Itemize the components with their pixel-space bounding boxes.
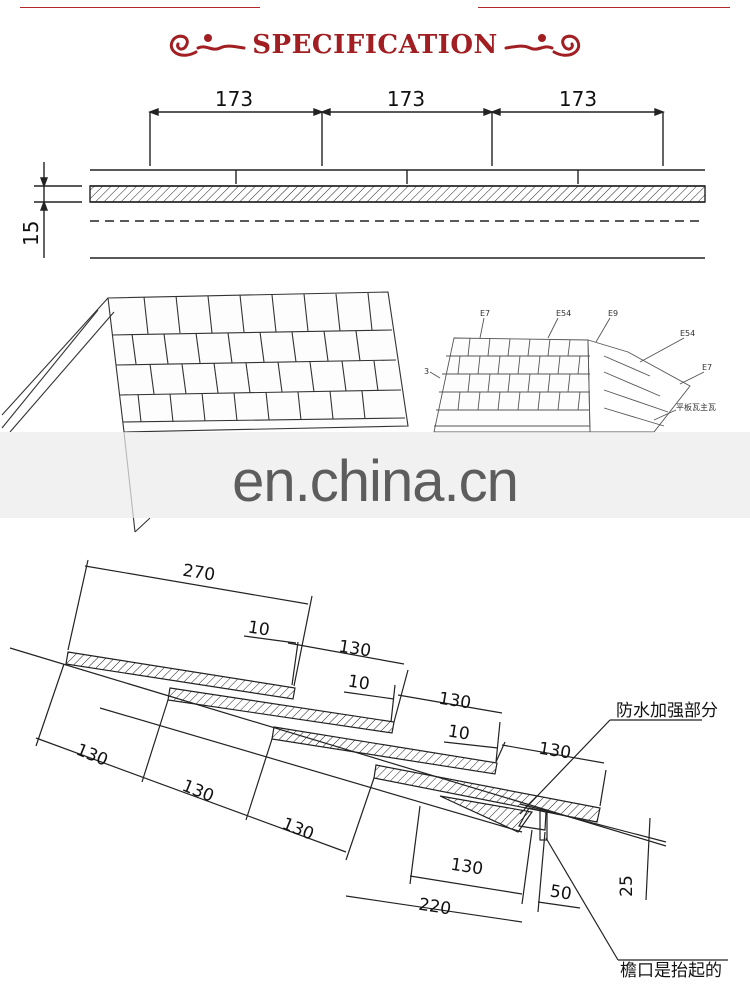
dim-exposure-2: 130 <box>437 689 472 714</box>
roof-sketch-left <box>1 291 409 533</box>
dim-bottom-1: 130 <box>73 740 111 771</box>
dim-eave-130: 130 <box>449 855 484 880</box>
note-eave-raised: 檐口是抬起的 <box>620 961 722 981</box>
dim-overlap-2: 10 <box>347 671 372 694</box>
spacing-label-1: 173 <box>215 87 253 111</box>
roof-label-e9: E9 <box>608 309 618 318</box>
roof-sketch-right <box>429 317 705 433</box>
dim-exposure-3: 130 <box>537 739 572 764</box>
roof-label-e54-a: E54 <box>556 309 571 318</box>
page-title: SPECIFICATION <box>252 30 498 60</box>
section-header: SPECIFICATION <box>0 24 750 68</box>
header-rule-left <box>20 7 260 8</box>
dim-bottom-3: 130 <box>279 814 317 845</box>
ornament-icons <box>169 34 581 57</box>
dim-overlap-1: 10 <box>247 617 272 640</box>
dim-overlap-3: 10 <box>447 721 472 744</box>
spacing-label-3: 173 <box>559 87 597 111</box>
tile-spacing-drawing <box>34 107 706 259</box>
thickness-label: 15 <box>19 221 43 246</box>
dim-tile-length: 270 <box>181 561 216 586</box>
roof-label-e7-b: E7 <box>702 363 712 372</box>
roof-label-3: 3 <box>424 367 429 376</box>
roof-label-e54-b: E54 <box>680 329 695 338</box>
roof-left-rows <box>111 329 406 423</box>
watermark-text: en.china.cn <box>232 449 519 514</box>
eave-section-drawing <box>9 559 728 961</box>
roof-left-joints <box>131 292 379 423</box>
watermark-band: en.china.cn <box>0 432 750 518</box>
roof-label-e7-a: E7 <box>480 309 490 318</box>
roof-label-main-tile: 平板瓦主瓦 <box>676 402 716 412</box>
right-ornament-icon <box>504 34 581 57</box>
dim-eave-220: 220 <box>417 895 452 920</box>
left-ornament-icon <box>169 34 246 57</box>
dim-eave-50: 50 <box>549 881 574 904</box>
spacing-label-2: 173 <box>387 87 425 111</box>
dim-exposure-1: 130 <box>337 637 372 662</box>
dim-rise-25: 25 <box>617 875 637 897</box>
note-waterproof: 防水加强部分 <box>616 701 718 721</box>
tile-slabs <box>65 651 601 841</box>
dim-bottom-2: 130 <box>179 776 217 807</box>
header-rule-right <box>478 7 730 8</box>
